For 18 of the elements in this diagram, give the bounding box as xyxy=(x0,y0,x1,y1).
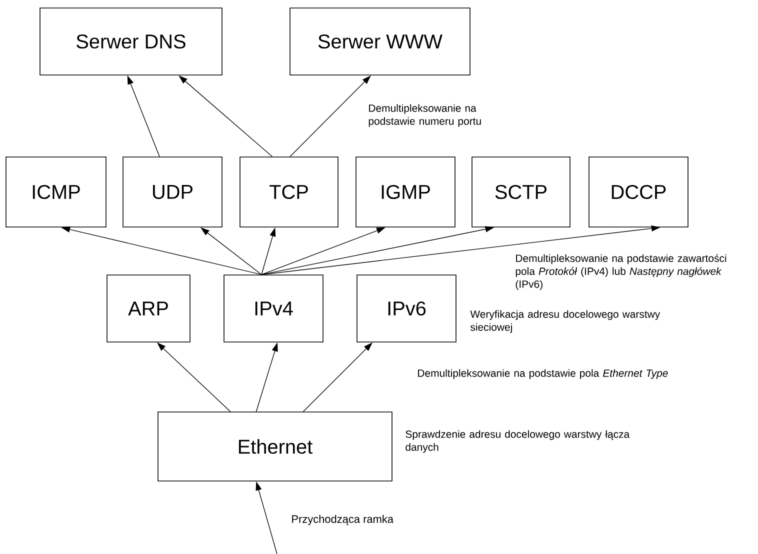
annotation: Demultipleksowanie na podstawie numeru portu xyxy=(368,104,481,127)
protocol-box: IPv4 xyxy=(224,274,324,342)
protocol-box: Ethernet xyxy=(158,412,392,482)
protocol-box: IGMP xyxy=(356,156,456,228)
protocol-box: ICMP xyxy=(6,156,106,228)
annotation: Demultipleksowanie na podstawie zawartości pola Protokół (IPv4) lub Następny nagłówek (IPv6) xyxy=(516,254,726,290)
protocol-box: TCP xyxy=(240,156,338,228)
protocol-box: Serwer WWW xyxy=(290,8,470,76)
protocol-box: Serwer DNS xyxy=(40,8,222,76)
edge-label: Przychodząca ramka xyxy=(290,514,395,526)
annotation: Weryfikacja adresu docelowego warstwy sieciowej xyxy=(470,310,660,333)
annotation: Demultipleksowanie na podstawie pola Ethernet Type xyxy=(418,369,668,379)
protocol-box: DCCP xyxy=(588,156,688,228)
protocol-box: SCTP xyxy=(472,156,570,228)
protocol-box: IPv6 xyxy=(356,274,456,342)
protocol-box: ARP xyxy=(106,274,190,342)
protocol-box: UDP xyxy=(122,156,222,228)
annotation: Sprawdzenie adresu docelowego warstwy łącza danych xyxy=(406,430,630,453)
